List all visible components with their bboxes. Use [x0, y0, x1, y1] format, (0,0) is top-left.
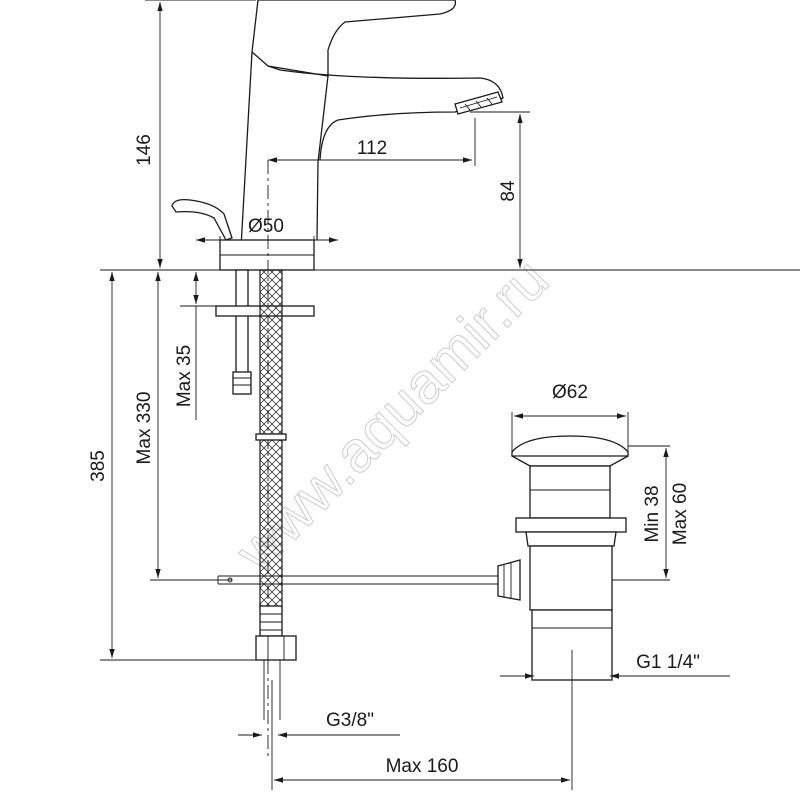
label-diameter-62: Ø62 — [552, 382, 588, 403]
label-diameter-50: Ø50 — [248, 216, 284, 237]
aerator — [454, 91, 503, 115]
waste-valve — [497, 435, 629, 681]
popup-lever — [171, 198, 233, 241]
faucet-body — [171, 0, 504, 760]
hose-nut — [255, 635, 297, 661]
label-max-60: Max 60 — [670, 483, 691, 545]
waste-flange — [515, 517, 627, 533]
label-min-38: Min 38 — [642, 485, 663, 542]
dimension-lines — [109, 2, 730, 783]
label-146: 146 — [134, 134, 155, 166]
label-max-330: Max 330 — [134, 392, 155, 465]
label-112: 112 — [357, 138, 387, 159]
waste-body — [529, 545, 613, 611]
spout — [267, 65, 504, 161]
label-385: 385 — [88, 450, 109, 482]
faucet-column — [239, 51, 329, 266]
label-g-3-8: G3/8" — [326, 710, 374, 731]
label-max-160: Max 160 — [386, 756, 459, 777]
hose-connector — [259, 605, 283, 637]
mounting-assembly — [215, 269, 498, 720]
extension-lines — [100, 0, 800, 790]
pull-rod — [235, 269, 249, 381]
dimension-labels: 146 112 84 Ø50 Max 35 Max 330 385 Ø62 Mi… — [88, 134, 700, 777]
waste-plug — [511, 435, 629, 457]
label-84: 84 — [498, 180, 519, 202]
rod-housing — [497, 559, 521, 601]
label-max-35: Max 35 — [174, 345, 195, 407]
label-g-1-1-4: G1 1/4" — [636, 652, 700, 673]
lever-handle — [251, 0, 457, 77]
